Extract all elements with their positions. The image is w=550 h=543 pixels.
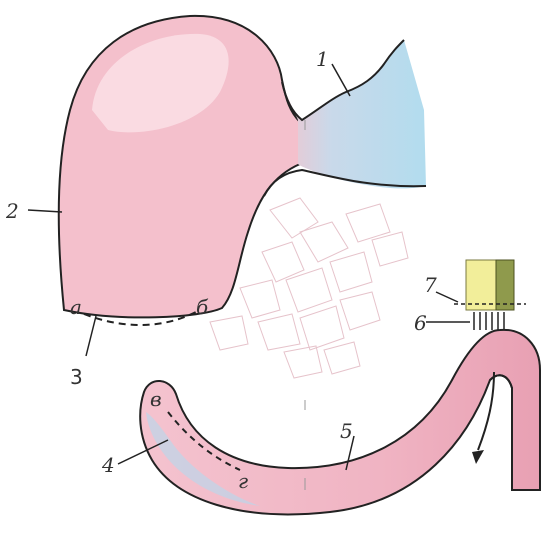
label-7: 7 <box>424 273 437 297</box>
label-v: в <box>150 387 162 411</box>
label-2: 2 <box>5 199 19 223</box>
label-g: г <box>238 469 248 493</box>
label-6: 6 <box>414 311 427 335</box>
label-4: 4 <box>101 453 115 477</box>
label-5: 5 <box>340 419 353 443</box>
label-3: 3 <box>70 365 83 389</box>
label-a: а <box>70 295 82 319</box>
sutures-6 <box>474 312 504 330</box>
label-1: 1 <box>316 47 329 71</box>
tube-yellow <box>466 260 496 310</box>
tube-olive <box>496 260 514 310</box>
label-b: б <box>196 295 209 319</box>
esophagus <box>280 40 426 188</box>
